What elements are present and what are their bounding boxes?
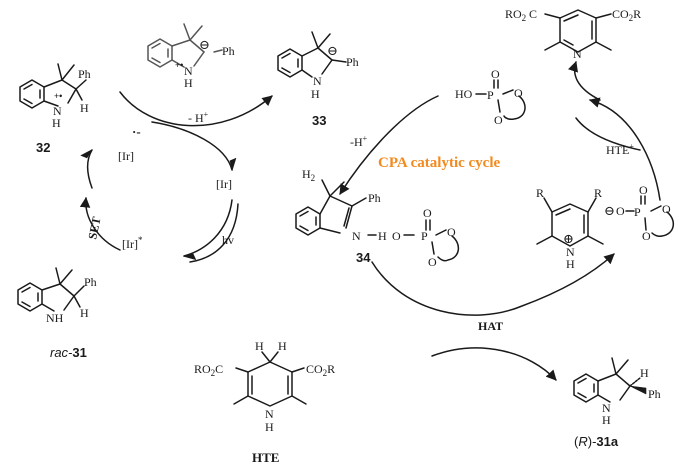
hantzsch-ester-structure xyxy=(233,351,307,407)
atom-label: O xyxy=(392,229,401,243)
atom-label: H xyxy=(255,339,264,353)
deprotonation-label: -H+ xyxy=(350,134,368,149)
atom-label: O xyxy=(428,255,437,269)
iridium-label: [Ir] xyxy=(216,177,232,191)
atom-label: H xyxy=(184,76,193,90)
atom-label: P xyxy=(634,205,641,219)
pyridine-diester-structure xyxy=(544,9,612,53)
r-31a-labels: H Ph N H (R)-31a xyxy=(574,366,661,449)
atom-label: HO xyxy=(455,87,473,101)
atom-label: N xyxy=(265,407,274,421)
ester-label: CO2R xyxy=(306,362,335,378)
iridium-label: [Ir] xyxy=(118,149,134,163)
compound-33-structure xyxy=(277,31,347,78)
atom-label: P xyxy=(421,229,428,243)
atom-label: O xyxy=(494,113,503,127)
atom-label: +• xyxy=(175,60,183,70)
atom-label: H xyxy=(640,366,649,380)
atom-label: +• xyxy=(54,91,62,101)
hydrogen-label: H2 xyxy=(302,167,315,183)
pyridinium-phosphate-structure xyxy=(536,195,674,247)
atom-label: H xyxy=(52,116,61,130)
atom-label: O xyxy=(642,229,651,243)
atom-label: ⊖ xyxy=(199,37,210,52)
atom-label: ⊕ xyxy=(563,231,574,246)
wedge-bond xyxy=(629,385,647,395)
cpa-cycle-label: CPA catalytic cycle xyxy=(378,155,501,171)
atom-label: N xyxy=(602,401,611,415)
set-label: SET xyxy=(85,216,103,241)
atom-label: Ph xyxy=(368,191,381,205)
atom-label: ⊖ xyxy=(327,43,338,58)
atom-label: N xyxy=(566,245,575,259)
atom-label: H xyxy=(80,306,89,320)
atom-label: O xyxy=(662,202,671,216)
reagent-labels: - H+ ·- [Ir] [Ir] [Ir]* hv SET -H+ H2 HT… xyxy=(85,110,634,333)
compound-32-labels: Ph +• N H H 32 xyxy=(36,67,91,155)
atom-label: NH xyxy=(46,311,64,325)
atom-label: N xyxy=(573,47,582,61)
atom-label: N xyxy=(352,229,361,243)
rac-31-structure xyxy=(17,267,85,312)
atom-label: Ph xyxy=(648,387,661,401)
hte-cation-label: HTE+ xyxy=(606,142,634,157)
hat-label: HAT xyxy=(478,319,503,333)
atom-label: O xyxy=(447,225,456,239)
atom-label: Ph xyxy=(222,44,235,58)
atom-label: O xyxy=(616,204,625,218)
atom-label: H xyxy=(311,87,320,101)
atom-label: H xyxy=(278,339,287,353)
radical-cation-labels: Ph +• ⊖ N H xyxy=(175,37,235,90)
ester-label: C xyxy=(529,7,537,21)
atom-label: H xyxy=(378,229,387,243)
atom-label: N xyxy=(53,104,62,118)
ester-label: RO2P xyxy=(505,7,526,23)
r-31a-structure xyxy=(573,357,641,403)
atom-label: Ph xyxy=(346,55,359,69)
compound-number: (R)-31a xyxy=(574,434,619,449)
compound-32-structure xyxy=(19,63,87,109)
atom-label: H xyxy=(602,413,611,427)
ester-label: RO2C xyxy=(194,362,223,378)
atom-label: O xyxy=(639,183,648,197)
compound-number: 32 xyxy=(36,140,50,155)
atom-label: H xyxy=(80,101,89,115)
atom-label: N xyxy=(184,64,193,78)
compound-number: HTE xyxy=(252,450,279,465)
cpa-acid-structure xyxy=(475,79,526,120)
radical-dot-label: ·- xyxy=(132,124,141,139)
compound-34-structure xyxy=(295,179,460,262)
atom-label: Ph xyxy=(84,275,97,289)
atom-label: N xyxy=(313,74,322,88)
atom-label: O xyxy=(491,67,500,81)
atom-label: O xyxy=(423,206,432,220)
compound-number: 33 xyxy=(312,113,326,128)
compound-number: 34 xyxy=(356,250,371,265)
atom-label: ⊖ xyxy=(604,203,615,218)
cpa-cycle-arrows xyxy=(339,61,661,381)
ester-label: CO2R xyxy=(612,7,641,23)
radical-cation-structure xyxy=(147,23,223,68)
rac-31-labels: Ph NH H rac-31 xyxy=(46,275,97,360)
atom-label: R xyxy=(594,186,602,200)
atom-label: H xyxy=(566,257,575,271)
atom-label: H xyxy=(265,420,274,434)
light-label: hv xyxy=(222,233,234,247)
compound-33-labels: Ph ⊖ N H 33 xyxy=(311,43,359,128)
pyridine-diester-labels: RO2P C CO2R N xyxy=(505,7,641,61)
hantzsch-ester-labels: H H RO2C CO2R N H HTE xyxy=(194,339,335,465)
photoredox-cycle-arrows xyxy=(79,91,273,263)
iridium-excited-label: [Ir]* xyxy=(122,235,143,251)
atom-label: P xyxy=(487,88,494,102)
pyridinium-phosphate-labels: R R ⊕ N H ⊖ O P O O O xyxy=(536,183,671,271)
atom-label: Ph xyxy=(78,67,91,81)
compound-number: rac-31 xyxy=(50,345,87,360)
compound-34-labels: Ph N H O O P O O 34 xyxy=(352,191,456,269)
atom-label: O xyxy=(514,86,523,100)
deprotonation-label: - H+ xyxy=(188,110,209,125)
atom-label: R xyxy=(536,186,544,200)
cpa-acid-labels: HO P O O O xyxy=(455,67,523,127)
